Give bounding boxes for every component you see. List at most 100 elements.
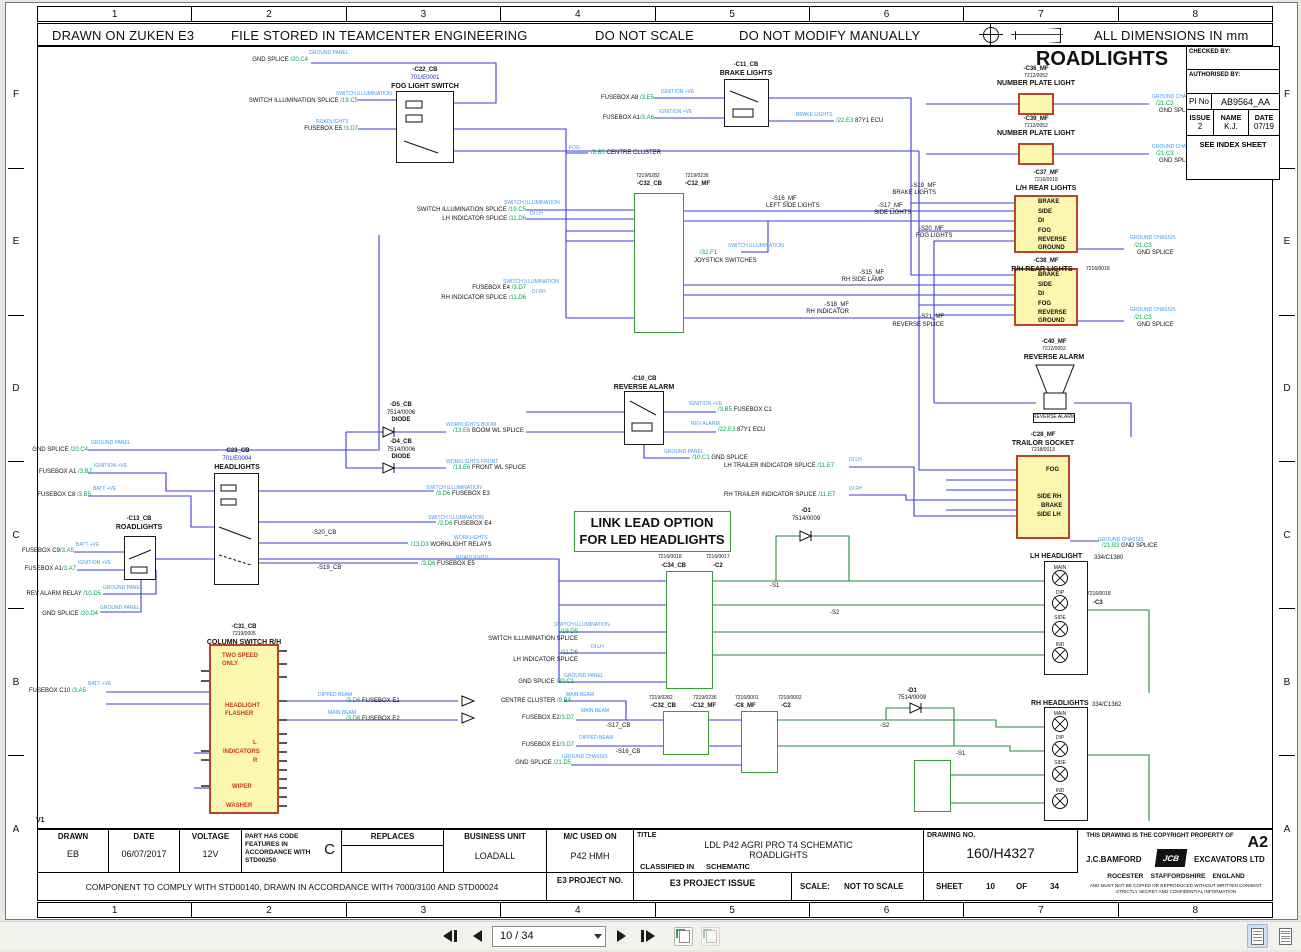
schematic-label: /3.B5 FUSEBOX C1 — [718, 407, 772, 413]
sheet-number: 10 — [986, 882, 995, 891]
schematic-label: JOYSTICK SWITCHES — [694, 258, 757, 264]
schematic-label: 7216/0001 — [735, 695, 759, 701]
page-indicator: 10 / 34 — [500, 930, 534, 942]
reverse-alarm-switch — [624, 391, 664, 445]
schematic-label: 7216/0002 — [778, 695, 802, 701]
schematic-label: 7216/0017 — [706, 554, 730, 560]
next-view-button[interactable] — [698, 926, 722, 947]
continuous-page-icon — [1279, 927, 1292, 945]
page-number-combobox[interactable]: 10 / 34 — [492, 925, 606, 947]
schematic-label: BATT +VE — [93, 486, 117, 492]
schematic-label: FUSEBOX E1/3.D7 — [521, 742, 574, 748]
schematic-label: DI LH — [849, 457, 862, 463]
schematic-label: DI — [1038, 218, 1044, 224]
previous-view-button[interactable] — [671, 926, 695, 947]
schematic-label: SIDE — [1054, 615, 1066, 621]
reverse-alarm-label-box — [1033, 413, 1075, 423]
schematic-label: -C32_CB — [651, 703, 677, 709]
schematic-label: BATT +VE — [88, 681, 112, 687]
revision-letter: C — [324, 841, 335, 858]
checked-by-label: CHECKED BY: — [1189, 49, 1231, 55]
schematic-label: REVERSE ALARM — [613, 384, 675, 391]
schematic-label: /21.C3 — [1156, 151, 1174, 157]
grid-ref-D: D — [1279, 316, 1295, 463]
viewer-toolbar: 10 / 34 — [0, 921, 1301, 950]
schematic-label: FUSEBOX A1/3.A6 — [602, 115, 654, 121]
grid-ref-6: 6 — [808, 7, 963, 21]
schematic-label: RH TRAILER INDICATOR SPLICE /11.E7 — [724, 492, 836, 498]
see-index-sheet: SEE INDEX SHEET — [1199, 139, 1267, 149]
schematic-label: L/H REAR LIGHTS — [1015, 185, 1077, 192]
schematic-label: -C39_MF — [1023, 116, 1049, 122]
e3-project-no-label: E3 PROJECT NO. — [547, 873, 634, 900]
schematic-label: GROUND CHASSIS — [1098, 537, 1144, 543]
schematic-label: /21.C3 — [1156, 101, 1174, 107]
grid-ref-2: 2 — [191, 903, 345, 917]
schematic-label: IGNITION +VE — [659, 109, 693, 115]
schematic-label: 7212/0052 — [1042, 346, 1066, 352]
jcb-logo: JCB — [1154, 849, 1188, 867]
grid-ref-2: 2 — [191, 7, 345, 21]
schematic-label: 7216/0018 — [1034, 177, 1058, 183]
schematic-label: 7514/0009 — [897, 695, 927, 701]
schematic-label: IND — [1055, 788, 1065, 794]
schematic-label: -C28_MF — [1030, 432, 1056, 438]
schematic-label: -C23_CB — [224, 448, 250, 454]
schematic-label: GND SPLICE /20.C4 — [252, 57, 308, 63]
schematic-label: DIP — [1055, 590, 1065, 596]
schematic-label: -C2 — [781, 703, 791, 709]
schematic-label: REVERSE ALARM — [1032, 414, 1076, 420]
schematic-label: 7219/0236 — [685, 173, 709, 179]
schematic-label: BRAKE LIGHTS — [892, 190, 936, 196]
schematic-label: 334/C1382 — [1092, 702, 1122, 708]
sheet-cell: SHEET 10 OF 34 — [936, 882, 1059, 891]
schematic-label: -C34_CB — [661, 563, 687, 569]
schematic-label: GROUND PANEL — [100, 605, 140, 611]
connector-rh-lights — [914, 760, 951, 812]
schematic-label: MAIN — [1053, 565, 1067, 571]
single-page-view-button[interactable] — [1247, 924, 1268, 948]
schematic-label: FUSEBOX E5 /3.D7 — [304, 126, 358, 132]
schematic-label: FOG — [1038, 301, 1051, 307]
schematic-label: SWITCH ILLUMINATION — [503, 279, 559, 285]
schematic-label: FOG — [569, 145, 580, 151]
schematic-label: LH TRAILER INDICATOR SPLICE /11.E7 — [724, 463, 835, 469]
schematic-label: 7212/0052 — [1024, 123, 1048, 129]
authorised-by-label: AUTHORISED BY: — [1189, 72, 1241, 78]
rh-rear-lights — [1014, 268, 1078, 326]
chevron-down-icon[interactable] — [590, 927, 605, 946]
grid-ref-C: C — [8, 462, 24, 610]
schematic-label: WORKLIGHTS BOOM — [446, 422, 497, 428]
schematic-label: -D4_CB — [390, 439, 412, 445]
schematic-label: RH INDICATOR — [806, 309, 849, 315]
title-line1: LDL P42 AGRI PRO T4 SCHEMATIC — [704, 840, 853, 850]
voltage-value: 12V — [202, 849, 219, 859]
schematic-label: 701/E0001 — [410, 75, 440, 81]
schematic-label: HEADLIGHTS — [214, 464, 260, 471]
page-navigation: 10 / 34 — [438, 925, 722, 947]
schematic-label: MAIN BEAM — [581, 708, 610, 714]
first-page-icon — [443, 930, 452, 942]
schematic-label: FUSEBOX C9/3.A5 — [21, 548, 74, 554]
first-page-button[interactable] — [438, 926, 462, 947]
date-label: DATE — [133, 832, 155, 841]
schematic-label: BRAKE — [1038, 199, 1060, 205]
grid-ref-7: 7 — [963, 7, 1117, 21]
schematic-label: DI LH — [530, 211, 543, 217]
previous-page-button[interactable] — [465, 926, 489, 947]
schematic-label: DI LH — [591, 644, 604, 650]
grid-ref-8: 8 — [1117, 903, 1272, 917]
last-page-button[interactable] — [636, 926, 660, 947]
continuous-view-button[interactable] — [1275, 924, 1296, 948]
schematic-label: MAIN BEAM — [328, 710, 357, 716]
schematic-label: DIP — [1055, 735, 1065, 741]
schematic-label: -C12_MF — [691, 703, 717, 709]
sheet-header-band: DRAWN ON ZUKEN E3 FILE STORED IN TEAMCEN… — [37, 23, 1273, 46]
schematic-label: WASHER — [226, 803, 253, 809]
next-page-button[interactable] — [609, 926, 633, 947]
previous-view-icon — [673, 926, 693, 946]
schematic-label: DI RH — [532, 289, 546, 295]
trailer-socket — [1016, 455, 1070, 539]
